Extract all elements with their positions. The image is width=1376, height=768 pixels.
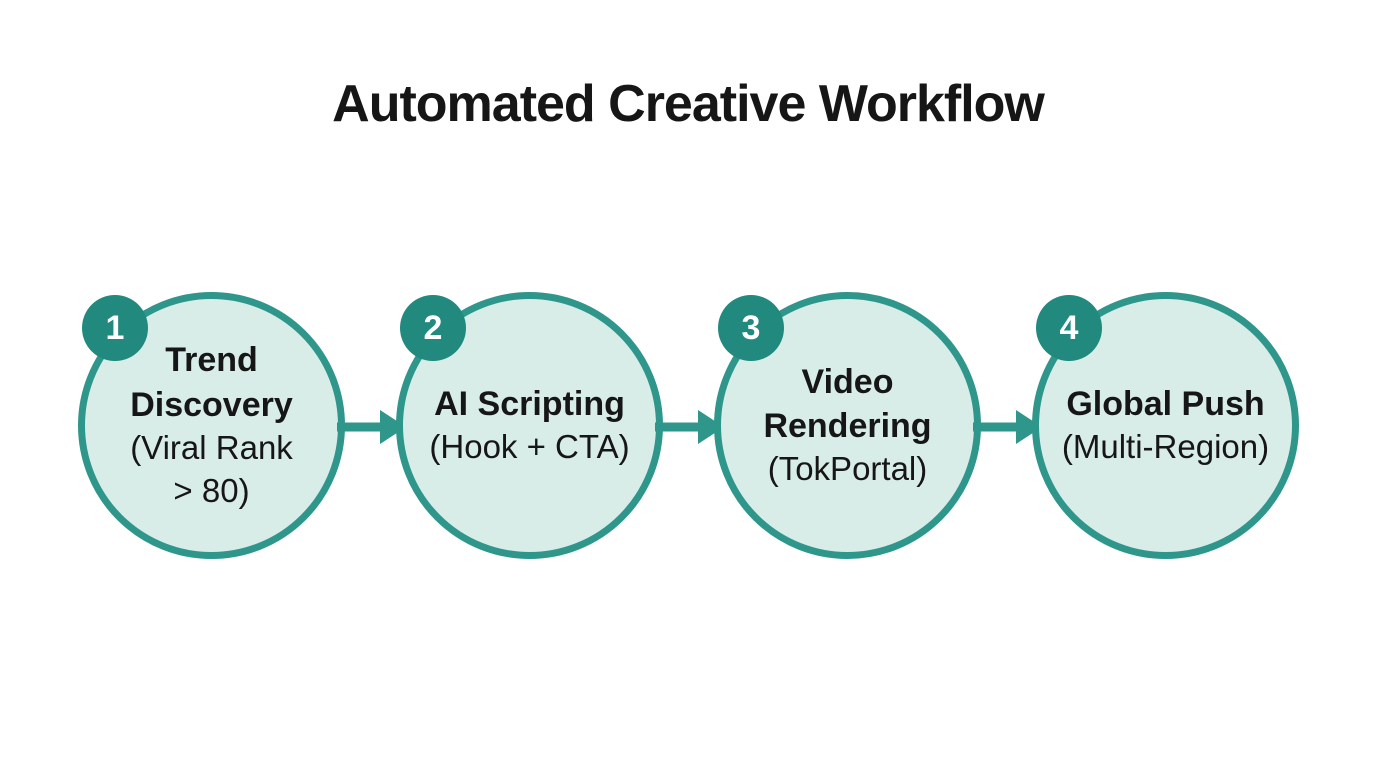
step-node-video-rendering: 3 Video Rendering (TokPortal) [714,292,981,559]
step-number: 3 [741,308,761,347]
step-node-trend-discovery: 1 Trend Discovery (Viral Rank > 80) [78,292,345,559]
step-subtitle-line: (TokPortal) [767,450,928,488]
step-number: 1 [105,308,125,347]
page-title: Automated Creative Workflow [332,75,1045,133]
step-title-line: Global Push [1066,384,1265,423]
step-node-global-push: 4 Global Push (Multi-Region) [1032,292,1299,559]
step-number-badge: 3 [718,295,784,361]
step-number: 2 [423,308,443,347]
step-title-line: AI Scripting [434,384,625,423]
step-title-line: Rendering [763,407,932,446]
step-subtitle-line: (Hook + CTA) [429,428,630,466]
step-number-badge: 2 [400,295,466,361]
step-title-line: Video [801,362,894,401]
step-subtitle-line: > 80) [173,471,250,509]
arrow-right-icon [337,410,406,444]
arrow-right-icon [655,410,724,444]
step-node-ai-scripting: 2 AI Scripting (Hook + CTA) [396,292,663,559]
step-number-badge: 4 [1036,295,1102,361]
step-number-badge: 1 [82,295,148,361]
step-subtitle-line: (Multi-Region) [1061,428,1270,466]
step-title-line: Discovery [130,385,293,424]
arrow-right-icon [973,410,1042,444]
step-subtitle-line: (Viral Rank [130,428,293,466]
step-title-line: Trend [165,341,258,380]
step-number: 4 [1059,308,1079,347]
